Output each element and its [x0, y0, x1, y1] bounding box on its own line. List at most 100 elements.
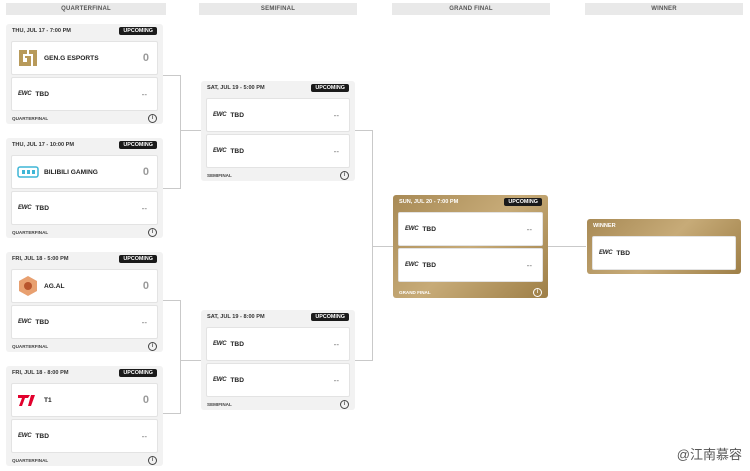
team-row[interactable]: EWC TBD --	[398, 248, 543, 282]
match-date: FRI, JUL 18 - 5:00 PM	[12, 256, 69, 262]
match-card-sf1[interactable]: SAT, JUL 19 - 5:00 PM UPCOMING EWC TBD -…	[201, 81, 355, 181]
stage-label: QUARTERFINAL	[12, 457, 49, 463]
team-row[interactable]: EWC TBD	[592, 236, 736, 270]
team-name: TBD	[35, 432, 49, 440]
team-name: TBD	[422, 225, 436, 233]
team-score: 0	[142, 166, 149, 178]
match-date: SUN, JUL 20 - 7:00 PM	[399, 199, 459, 205]
match-card-qf4[interactable]: FRI, JUL 18 - 8:00 PM UPCOMING T1 0 EWC …	[6, 366, 163, 466]
team-row[interactable]: EWC TBD --	[11, 191, 158, 225]
info-icon[interactable]: i	[148, 113, 157, 123]
match-card-sf2[interactable]: SAT, JUL 19 - 8:00 PM UPCOMING EWC TBD -…	[201, 310, 355, 410]
geng-logo-icon	[16, 47, 40, 69]
stage-label: QUARTERFINAL	[12, 115, 49, 121]
bilibili-logo-icon	[16, 161, 40, 183]
team-row[interactable]: EWC TBD --	[206, 327, 350, 361]
team-score: 0	[142, 52, 149, 64]
team-name: TBD	[35, 204, 49, 212]
team-row[interactable]: EWC TBD --	[11, 419, 158, 453]
info-icon[interactable]: i	[340, 170, 349, 180]
column-header-grand-final: GRAND FINAL	[392, 3, 550, 15]
team-score: 0	[142, 280, 149, 292]
team-row[interactable]: EWC TBD --	[206, 98, 350, 132]
team-name: TBD	[230, 340, 244, 348]
team-row[interactable]: T1 0	[11, 383, 158, 417]
team-name: TBD	[230, 376, 244, 384]
match-card-grand-final[interactable]: SUN, JUL 20 - 7:00 PM UPCOMING EWC TBD -…	[393, 195, 548, 298]
ewc-logo-icon: EWC	[18, 91, 32, 97]
stage-label: SEMIFINAL	[207, 172, 232, 178]
team-score: --	[141, 203, 147, 213]
team-row[interactable]: AG.AL 0	[11, 269, 158, 303]
stage-label: SEMIFINAL	[207, 401, 232, 407]
team-score: --	[141, 431, 147, 441]
ewc-logo-icon: EWC	[405, 226, 419, 232]
t1-logo-icon	[16, 389, 40, 411]
ewc-logo-icon: EWC	[213, 148, 227, 154]
winner-label: WINNER	[593, 223, 616, 229]
ewc-logo-icon: EWC	[599, 250, 613, 256]
info-icon[interactable]: i	[533, 287, 542, 297]
team-score: --	[333, 146, 339, 156]
team-score: --	[333, 110, 339, 120]
status-badge: UPCOMING	[311, 84, 349, 92]
team-name: TBD	[422, 261, 436, 269]
stage-label: GRAND FINAL	[399, 289, 431, 295]
column-header-quarterfinal: QUARTERFINAL	[6, 3, 166, 15]
team-name: TBD	[35, 90, 49, 98]
team-name: TBD	[616, 249, 630, 257]
info-icon[interactable]: i	[148, 341, 157, 351]
agal-logo-icon	[16, 275, 40, 297]
status-badge: UPCOMING	[119, 141, 157, 149]
team-score: --	[526, 260, 532, 270]
team-name: GEN.G ESPORTS	[44, 54, 99, 62]
team-name: TBD	[230, 111, 244, 119]
ewc-logo-icon: EWC	[213, 377, 227, 383]
info-icon[interactable]: i	[148, 227, 157, 237]
status-badge: UPCOMING	[119, 255, 157, 263]
team-score: --	[526, 224, 532, 234]
team-score: --	[141, 89, 147, 99]
team-score: --	[333, 339, 339, 349]
ewc-logo-icon: EWC	[18, 205, 32, 211]
ewc-logo-icon: EWC	[213, 341, 227, 347]
team-row[interactable]: EWC TBD --	[206, 134, 350, 168]
info-icon[interactable]: i	[148, 455, 157, 465]
team-row[interactable]: EWC TBD --	[11, 77, 158, 111]
watermark: @江南慕容	[676, 447, 742, 462]
match-date: THU, JUL 17 - 7:00 PM	[12, 28, 71, 34]
team-row[interactable]: GEN.G ESPORTS 0	[11, 41, 158, 75]
ewc-logo-icon: EWC	[18, 433, 32, 439]
match-date: SAT, JUL 19 - 5:00 PM	[207, 85, 265, 91]
stage-label: QUARTERFINAL	[12, 229, 49, 235]
status-badge: UPCOMING	[311, 313, 349, 321]
match-date: THU, JUL 17 - 10:00 PM	[12, 142, 75, 148]
winner-card[interactable]: WINNER EWC TBD	[587, 219, 741, 274]
team-row[interactable]: EWC TBD --	[11, 305, 158, 339]
team-name: TBD	[35, 318, 49, 326]
column-header-winner: WINNER	[585, 3, 743, 15]
status-badge: UPCOMING	[119, 27, 157, 35]
team-score: --	[333, 375, 339, 385]
team-name: T1	[44, 396, 52, 404]
match-card-qf2[interactable]: THU, JUL 17 - 10:00 PM UPCOMING BILIBILI…	[6, 138, 163, 238]
info-icon[interactable]: i	[340, 399, 349, 409]
ewc-logo-icon: EWC	[18, 319, 32, 325]
team-name: TBD	[230, 147, 244, 155]
column-header-semifinal: SEMIFINAL	[199, 3, 357, 15]
team-row[interactable]: EWC TBD --	[206, 363, 350, 397]
match-card-qf3[interactable]: FRI, JUL 18 - 5:00 PM UPCOMING AG.AL 0 E…	[6, 252, 163, 352]
match-date: FRI, JUL 18 - 8:00 PM	[12, 370, 69, 376]
ewc-logo-icon: EWC	[213, 112, 227, 118]
team-row[interactable]: BILIBILI GAMING 0	[11, 155, 158, 189]
team-score: 0	[142, 394, 149, 406]
match-card-qf1[interactable]: THU, JUL 17 - 7:00 PM UPCOMING GEN.G ESP…	[6, 24, 163, 124]
ewc-logo-icon: EWC	[405, 262, 419, 268]
status-badge: UPCOMING	[119, 369, 157, 377]
team-score: --	[141, 317, 147, 327]
team-name: AG.AL	[44, 282, 65, 290]
team-name: BILIBILI GAMING	[44, 168, 98, 176]
team-row[interactable]: EWC TBD --	[398, 212, 543, 246]
match-date: SAT, JUL 19 - 8:00 PM	[207, 314, 265, 320]
stage-label: QUARTERFINAL	[12, 343, 49, 349]
